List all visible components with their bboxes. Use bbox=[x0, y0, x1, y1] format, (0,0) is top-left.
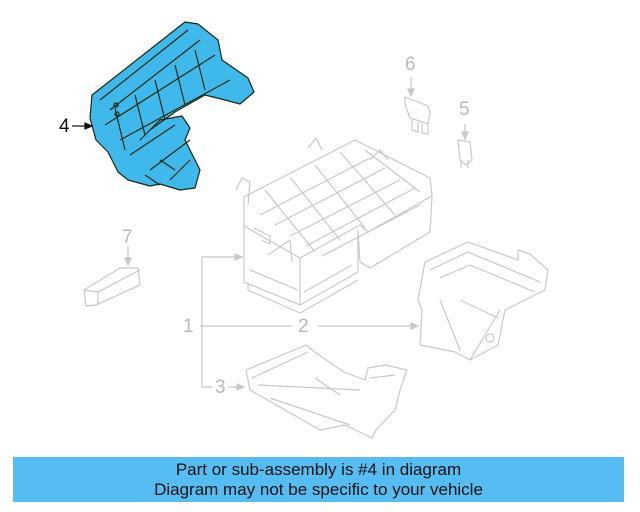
info-banner: Part or sub-assembly is #4 in diagram Di… bbox=[13, 457, 624, 502]
part-7-clip[interactable] bbox=[83, 246, 141, 307]
banner-line-1: Part or sub-assembly is #4 in diagram bbox=[175, 459, 462, 479]
banner-line-2: Diagram may not be specific to your vehi… bbox=[154, 479, 483, 499]
callout-6[interactable]: 6 bbox=[405, 54, 416, 75]
part-2-tray[interactable] bbox=[417, 241, 549, 361]
part-3-lower-tray[interactable] bbox=[245, 344, 408, 439]
callout-3[interactable]: 3 bbox=[215, 377, 226, 398]
callout-4[interactable]: 4 bbox=[59, 116, 70, 137]
callout-5[interactable]: 5 bbox=[459, 99, 470, 120]
part-5-mini-fuse[interactable] bbox=[457, 124, 473, 168]
part-1-battery[interactable] bbox=[235, 137, 433, 314]
callout-2[interactable]: 2 bbox=[298, 316, 309, 337]
callout-1[interactable]: 1 bbox=[183, 316, 194, 337]
part-6-fuse[interactable] bbox=[404, 77, 431, 135]
leader-1 bbox=[200, 253, 420, 391]
leader-4 bbox=[72, 122, 94, 130]
part-4-bracket[interactable] bbox=[89, 21, 255, 191]
callout-7[interactable]: 7 bbox=[122, 227, 133, 248]
